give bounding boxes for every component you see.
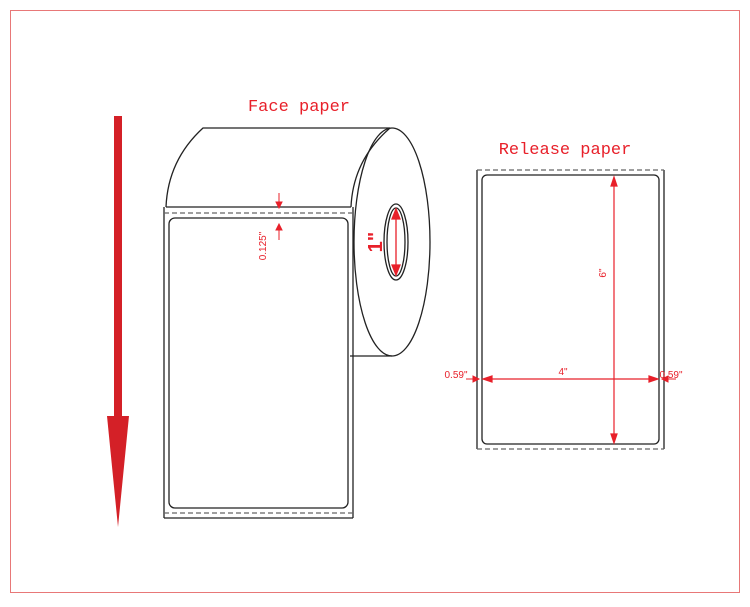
face-label	[168, 217, 349, 509]
margin-right-label: 0.59"	[659, 370, 682, 381]
height-label: 6"	[598, 268, 609, 278]
gap-dimension	[275, 193, 283, 240]
release-paper-title: Release paper	[499, 141, 632, 160]
roll-inner-curve	[350, 127, 391, 208]
margin-right-dimension	[660, 375, 676, 383]
label-roll	[163, 127, 431, 519]
margin-left-label: 0.59"	[444, 370, 467, 381]
gap-label: 0.125"	[258, 231, 269, 260]
roll-top-surface	[165, 127, 390, 208]
release-label	[481, 174, 660, 445]
core-dimension	[391, 207, 401, 277]
release-sheet	[476, 169, 665, 450]
core-diameter-label: 1"	[365, 232, 387, 253]
width-label: 4"	[558, 367, 568, 378]
margin-left-dimension	[466, 375, 481, 383]
roll-core	[383, 203, 409, 281]
face-paper-title: Face paper	[248, 98, 350, 117]
height-dimension	[610, 175, 618, 445]
feed-direction-arrow	[107, 116, 129, 527]
outer-frame	[10, 10, 740, 593]
width-dimension	[481, 375, 660, 383]
